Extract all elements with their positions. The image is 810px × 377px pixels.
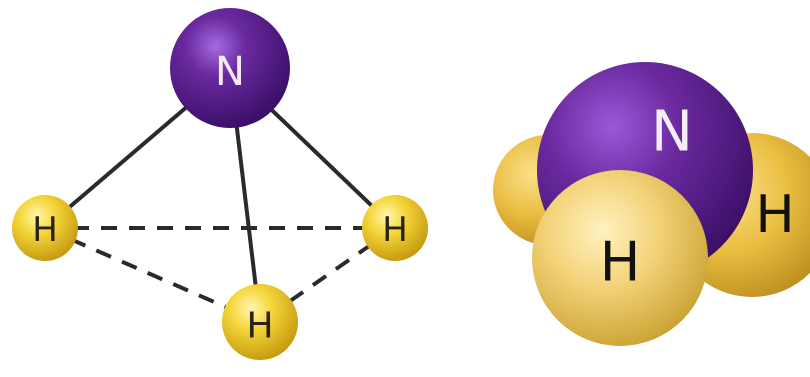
- hydrogen-left-label: H: [32, 210, 58, 250]
- nitrogen-atom: N: [170, 8, 290, 128]
- hydrogen-bottom-label: H: [246, 306, 273, 347]
- hydrogen-atom-right: H: [362, 195, 428, 261]
- space-nitrogen-label: N: [651, 100, 693, 165]
- space-hydrogen-right-label: H: [755, 185, 794, 245]
- hydrogen-atom-left: H: [12, 195, 78, 261]
- ball-and-stick-model: H H H N: [12, 8, 428, 360]
- hydrogen-right-label: H: [382, 210, 408, 250]
- space-hydrogen-front-label: H: [600, 231, 641, 294]
- nitrogen-label: N: [215, 49, 245, 95]
- base-edge-left-bottom: [44, 226, 261, 324]
- hydrogen-sphere-front: H: [532, 170, 708, 346]
- space-filling-model: H N H: [493, 62, 810, 346]
- hydrogen-atom-bottom: H: [222, 284, 298, 360]
